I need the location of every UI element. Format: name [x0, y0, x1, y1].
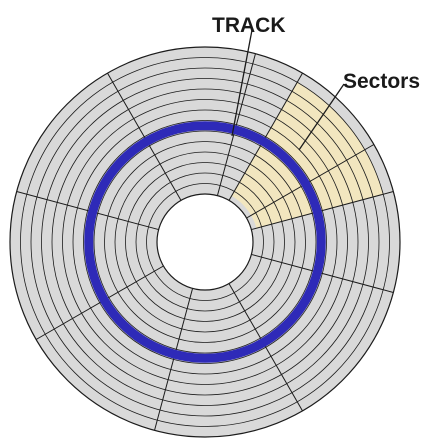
highlighted-track: [84, 121, 326, 363]
sector-boundary: [251, 191, 394, 231]
track-ring: [104, 141, 306, 343]
disk-platter: [9, 46, 401, 438]
highlighted-sector: [231, 82, 384, 229]
track-label: TRACK: [212, 14, 286, 37]
sectors-pointer: [298, 83, 345, 151]
sector-divider: [154, 288, 194, 431]
track-ring: [93, 130, 317, 354]
sector-divider: [246, 144, 375, 219]
track-ring: [83, 120, 327, 364]
track-ring: [72, 109, 338, 375]
track-pointer: [231, 29, 253, 137]
sector-boundary: [228, 72, 303, 201]
track-ring: [135, 172, 275, 312]
track-ring: [125, 162, 285, 322]
sector-divider: [251, 253, 394, 293]
sector-divider: [107, 72, 182, 201]
sectors-label: Sectors: [343, 70, 420, 93]
center-hole: [156, 193, 254, 291]
track-ring: [30, 67, 380, 417]
track-ring: [20, 57, 390, 427]
sector-divider: [216, 53, 256, 196]
track-ring: [114, 151, 296, 333]
track-ring: [62, 99, 348, 385]
sector-divider: [16, 191, 159, 231]
sector-divider: [228, 283, 303, 412]
track-ring: [146, 183, 264, 301]
label-pointers: [231, 29, 345, 151]
track-ring: [41, 78, 369, 406]
sector-divider: [35, 265, 164, 340]
track-ring: [51, 88, 359, 396]
